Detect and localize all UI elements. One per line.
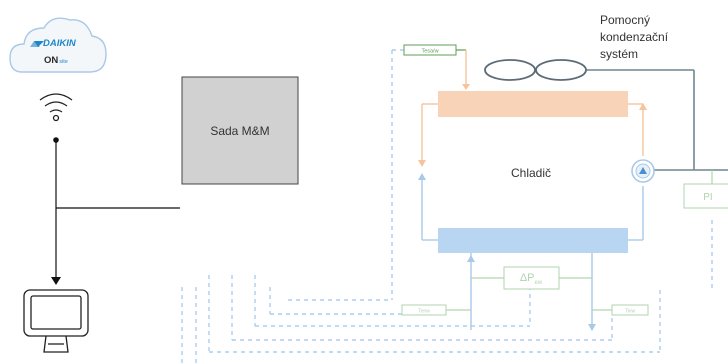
on-site-text: ONsite bbox=[44, 55, 68, 66]
dp-sensor-label: ΔPew bbox=[520, 272, 543, 286]
hot-up-arrow-icon bbox=[639, 103, 647, 110]
kit-label: Sada M&M bbox=[210, 124, 269, 138]
aux-system-label-line2: kondenzační bbox=[600, 30, 669, 44]
water-lines bbox=[470, 253, 593, 330]
pi-sensor-label: PI bbox=[703, 192, 712, 203]
chiller-label: Chladič bbox=[511, 166, 551, 180]
pi-sensor-box bbox=[683, 183, 728, 209]
cloud-icon bbox=[9, 17, 107, 73]
tenw-sensor-label: Tenw bbox=[418, 309, 430, 315]
tesa-arrow-icon bbox=[462, 84, 470, 90]
liquid-line bbox=[421, 178, 644, 241]
aux-system-label-line1: Pomocný bbox=[600, 13, 650, 27]
dp-main: ΔP bbox=[520, 272, 535, 284]
tesa-sensor-box bbox=[403, 44, 457, 56]
dp-sub: ew bbox=[535, 280, 543, 286]
daikin-logo bbox=[30, 41, 44, 47]
tlvw-sensor-box bbox=[611, 304, 649, 316]
water-out-arrow-icon bbox=[588, 324, 596, 331]
hot-gas-line bbox=[421, 103, 644, 162]
site-label: site bbox=[59, 59, 68, 65]
tenw-sensor-box bbox=[401, 304, 447, 316]
network-lines bbox=[53, 137, 180, 278]
condenser-box bbox=[438, 91, 628, 117]
aux-system-lines bbox=[566, 69, 728, 171]
fan-icon bbox=[484, 59, 587, 81]
arrow-down-icon bbox=[51, 277, 61, 285]
aux-system-label-line3: systém bbox=[600, 47, 638, 61]
monitor-icon bbox=[23, 289, 89, 353]
tlvw-sensor-label: Tlvw bbox=[625, 309, 636, 315]
pump-icon bbox=[631, 159, 655, 183]
dp-sensor-box bbox=[503, 266, 560, 290]
wifi-icon bbox=[39, 93, 73, 122]
kit-box bbox=[181, 76, 299, 185]
hot-arrow-icon bbox=[418, 160, 426, 167]
evaporator-box bbox=[438, 228, 628, 253]
liquid-arrow-icon bbox=[418, 173, 426, 180]
tesa-sensor-label: Tesa/w bbox=[421, 49, 438, 55]
daikin-brand-text: DAIKIN bbox=[43, 38, 77, 49]
on-label: ON bbox=[44, 55, 58, 66]
water-in-arrow-icon bbox=[467, 255, 475, 262]
